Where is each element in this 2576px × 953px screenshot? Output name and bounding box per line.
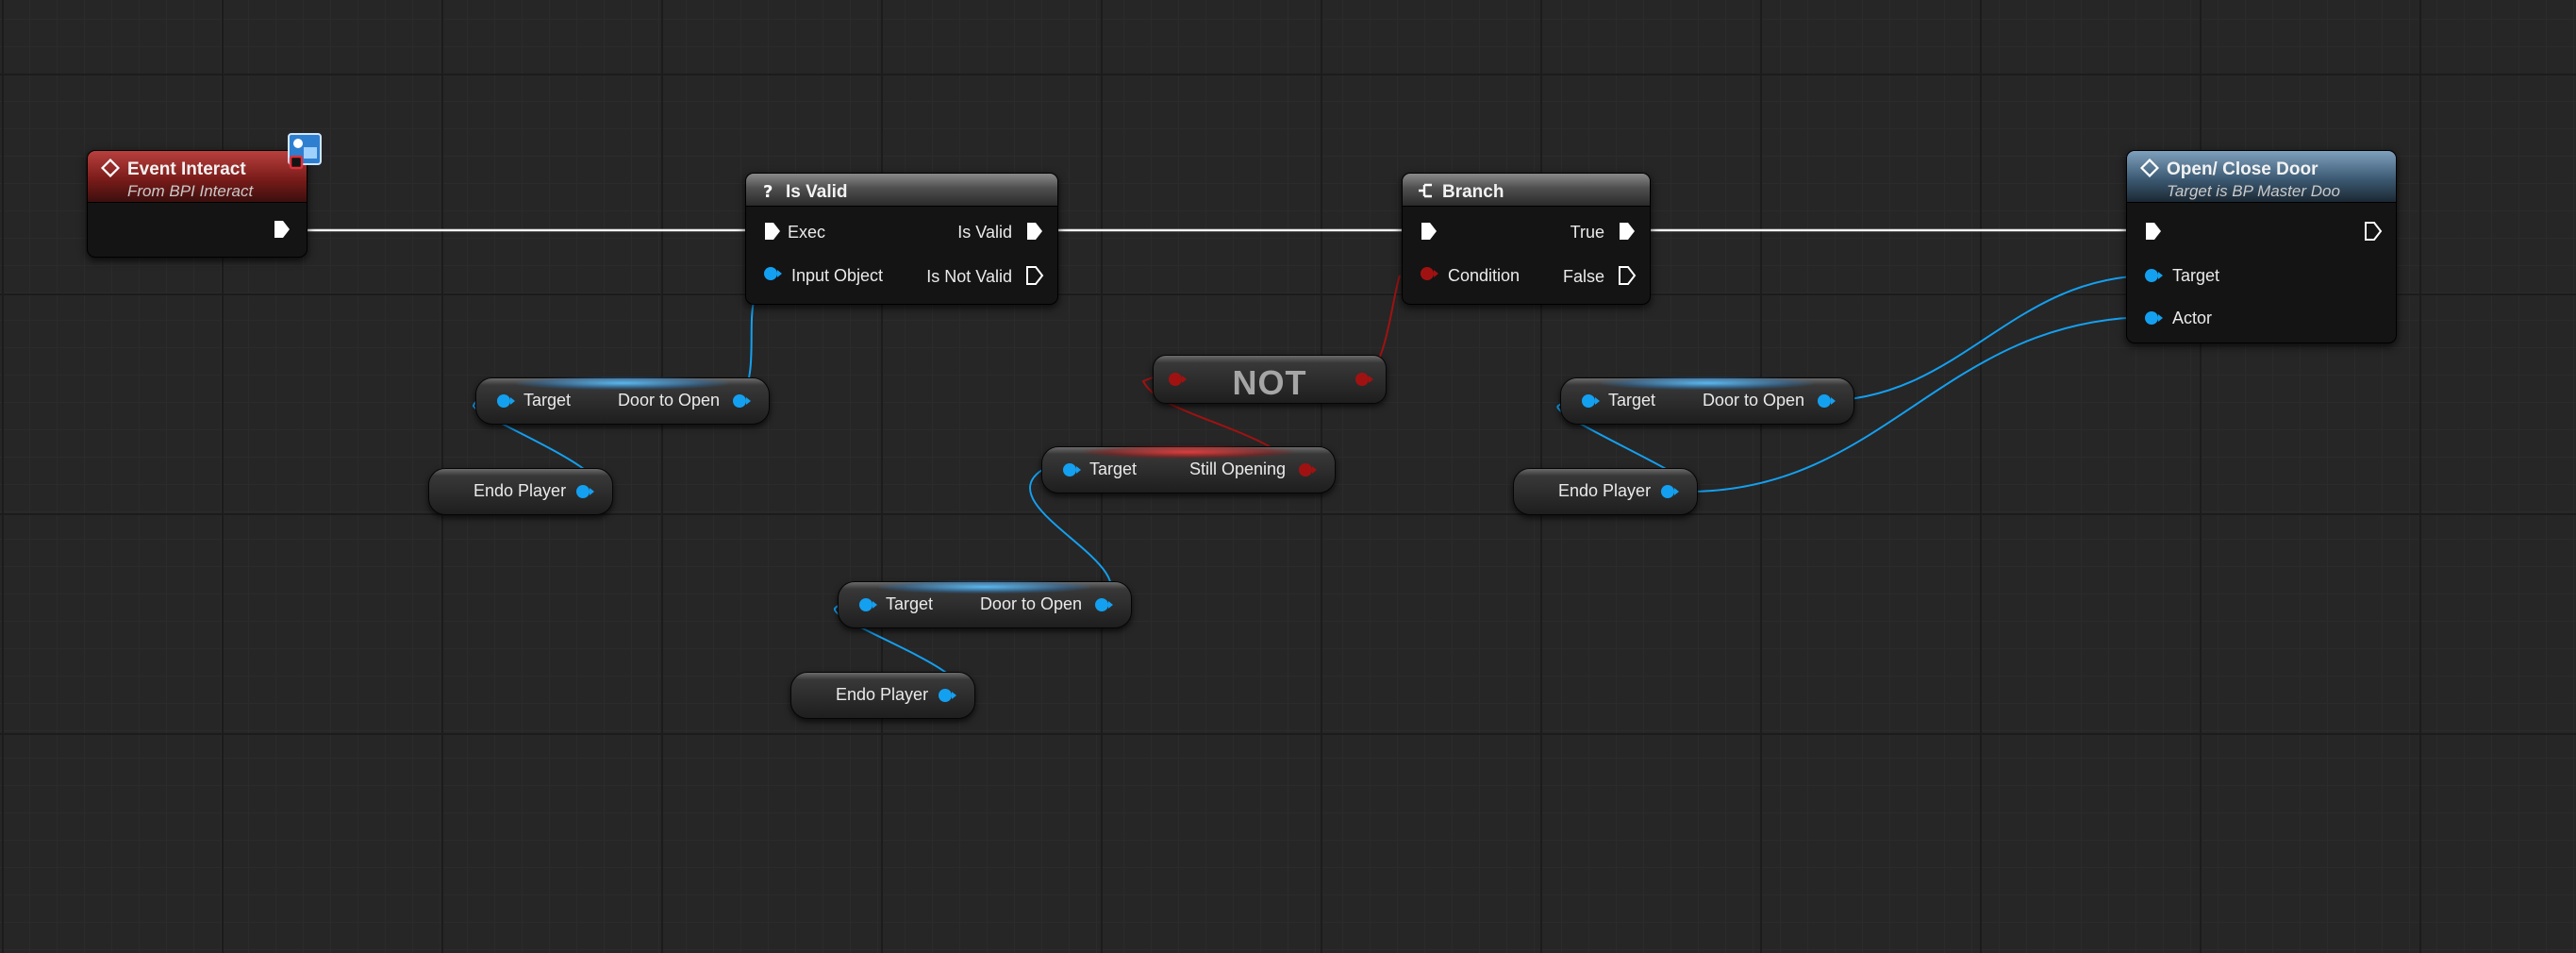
still-opening-target-label: Target [1089,460,1138,478]
door-target-pin[interactable] [2143,268,2164,283]
door-to-open-target-pin-2[interactable] [857,597,878,612]
door-exec-in-pin[interactable] [2144,221,2163,242]
door-to-open-output-pin-1[interactable] [731,393,752,409]
is-valid-header[interactable]: ? Is Valid [746,174,1057,207]
door-to-open-target-label-1: Target [524,391,572,410]
endo-player-node-1[interactable]: Endo Player [428,468,613,515]
door-to-open-node-3[interactable]: Target Door to Open [1560,376,1854,425]
event-interact-node[interactable]: Event Interact From BPI Interact [87,150,307,258]
endo-player-label-3: Endo Player [1558,481,1652,500]
is-not-valid-exec-out-pin[interactable] [1025,265,1044,286]
door-to-open-output-pin-2[interactable] [1093,597,1114,612]
door-to-open-target-pin-1[interactable] [495,393,516,409]
input-object-label: Input Object [791,266,884,285]
endo-player-output-pin-1[interactable] [574,484,595,499]
branch-header[interactable]: Branch [1403,174,1650,207]
exec-in-pin[interactable] [763,221,782,242]
open-close-door-node[interactable]: Open/ Close Door Target is BP Master Doo… [2126,150,2397,343]
question-mark-icon: ? [763,182,773,200]
event-diamond-icon [101,159,120,177]
wire-door3-to-door-target[interactable] [1820,275,2153,402]
still-opening-output-label: Still Opening [1188,460,1286,478]
event-interact-title: Event Interact [127,159,246,179]
door-to-open-output-label-3: Door to Open [1702,391,1804,410]
door-to-open-glow-1 [517,376,728,390]
branch-icon [1419,183,1432,198]
branch-title: Branch [1442,182,1504,202]
false-out-label: False [1562,267,1604,286]
door-exec-out-pin[interactable] [2364,221,2383,242]
open-close-door-subtitle: Target is BP Master Doo [2167,182,2340,200]
door-to-open-target-label-2: Target [886,594,934,613]
event-interact-subtitle: From BPI Interact [127,182,254,200]
event-interact-header[interactable]: Event Interact From BPI Interact [88,151,307,203]
exec-in-label: Exec [788,223,826,242]
door-to-open-output-label-1: Door to Open [617,391,720,410]
door-to-open-node-2[interactable]: Target Door to Open [838,580,1132,628]
endo-player-output-pin-2[interactable] [937,688,957,703]
not-node[interactable]: NOT [1153,355,1387,404]
endo-player-output-pin-3[interactable] [1659,484,1680,499]
branch-node[interactable]: Branch True Condition False [1402,173,1651,305]
interface-badge-icon [288,133,322,170]
svg-text:?: ? [763,182,773,200]
endo-player-node-2[interactable]: Endo Player [790,672,975,719]
true-exec-out-pin[interactable] [1618,221,1637,242]
still-opening-output-pin[interactable] [1297,462,1318,477]
still-opening-node[interactable]: Target Still Opening [1041,445,1336,493]
not-label: NOT [1232,363,1307,402]
endo-player-label-1: Endo Player [474,481,567,500]
door-actor-label: Actor [2172,309,2213,327]
is-valid-exec-out-pin[interactable] [1025,221,1044,242]
door-target-label: Target [2172,266,2220,285]
door-to-open-glow-3 [1602,376,1813,390]
door-to-open-node-1[interactable]: Target Door to Open [475,376,770,425]
door-to-open-output-pin-3[interactable] [1816,393,1836,409]
is-not-valid-out-label: Is Not Valid [926,267,1012,286]
door-to-open-glow-2 [879,580,1090,594]
open-close-door-header[interactable]: Open/ Close Door Target is BP Master Doo [2127,151,2396,203]
door-actor-pin[interactable] [2143,310,2164,326]
endo-player-node-3[interactable]: Endo Player [1513,468,1698,515]
door-to-open-target-label-3: Target [1608,391,1656,410]
not-input-pin[interactable] [1167,372,1188,387]
input-object-pin[interactable] [762,266,783,281]
open-close-door-title: Open/ Close Door [2167,159,2318,179]
door-to-open-target-pin-3[interactable] [1580,393,1601,409]
true-out-label: True [1570,223,1604,242]
not-output-pin[interactable] [1354,372,1374,387]
is-valid-node[interactable]: ? Is Valid Exec Is Valid Input Object Is… [745,173,1058,305]
condition-pin[interactable] [1419,266,1439,281]
is-valid-out-label: Is Valid [957,223,1012,242]
exec-out-pin[interactable] [273,219,291,240]
condition-label: Condition [1448,266,1521,285]
endo-player-label-2: Endo Player [836,685,929,704]
still-opening-target-pin[interactable] [1061,462,1082,477]
still-opening-glow [1083,445,1294,459]
is-valid-title: Is Valid [786,182,848,202]
false-exec-out-pin[interactable] [1618,265,1637,286]
door-to-open-output-label-2: Door to Open [979,594,1082,613]
branch-exec-in-pin[interactable] [1420,221,1438,242]
function-diamond-icon [2140,159,2159,177]
